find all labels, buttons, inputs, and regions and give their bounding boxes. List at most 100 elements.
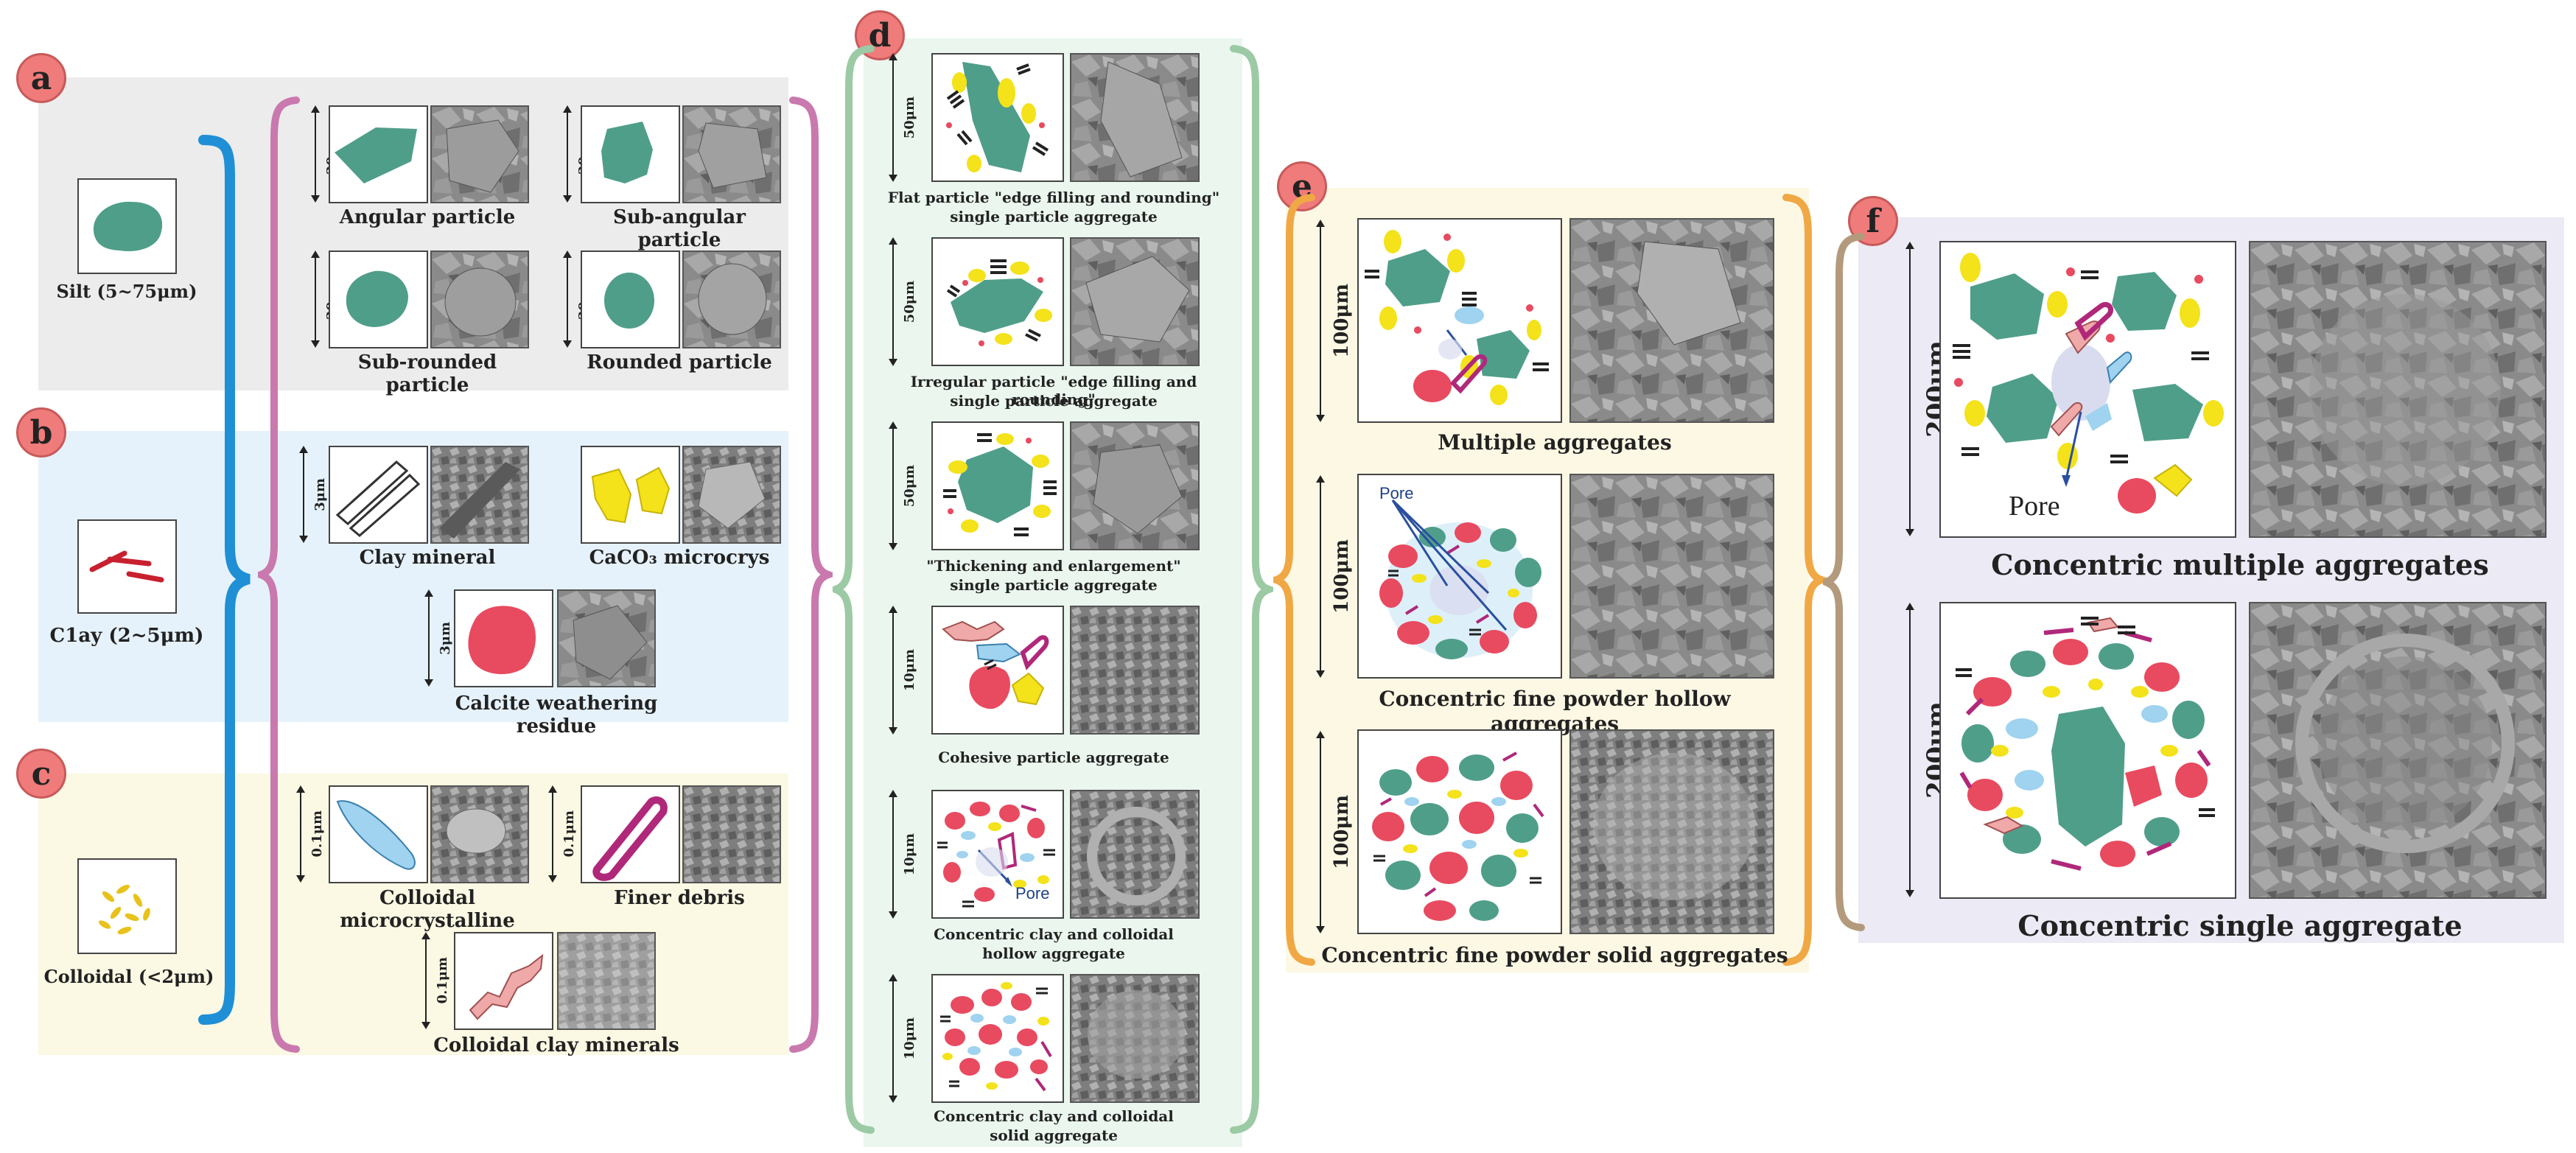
e-multiple-aggregates-label: Multiple aggregates bbox=[1438, 430, 1672, 455]
subangular-particle-label: Sub-angular particle bbox=[613, 206, 746, 252]
silt-icon bbox=[77, 178, 177, 274]
subangular-particle-sem bbox=[682, 105, 781, 203]
d-hollow-aggregate-sem bbox=[1070, 790, 1200, 919]
f-single-aggregate-sem bbox=[2249, 602, 2547, 899]
d-cohesive-sem bbox=[1070, 606, 1200, 735]
clay-icon bbox=[77, 519, 177, 614]
d-flat-particle-label-2: single particle aggregate bbox=[950, 208, 1158, 225]
e-hollow-aggregates-sem bbox=[1569, 474, 1774, 679]
badge-b: b bbox=[16, 407, 66, 458]
clay-mineral-label: Clay mineral bbox=[359, 547, 496, 569]
subangular-particle-sketch bbox=[581, 105, 680, 203]
orange-brace-right bbox=[1782, 194, 1826, 966]
badge-c: c bbox=[16, 749, 66, 799]
c-scale-2: 0.1μm bbox=[547, 785, 577, 883]
caco3-sketch bbox=[581, 446, 680, 544]
a-scale-2: 30μm bbox=[561, 105, 592, 203]
caco3-sem bbox=[682, 446, 781, 544]
f-scale-1: 200μm bbox=[1904, 242, 1951, 536]
orange-brace-left bbox=[1273, 194, 1315, 966]
angular-particle-sem bbox=[430, 105, 529, 203]
d-thickening-label-1: "Thickening and enlargement" bbox=[926, 557, 1181, 575]
f-pore-label: Pore bbox=[2009, 491, 2060, 522]
subrounded-particle-sem bbox=[430, 250, 529, 348]
d-cohesive-label: Cohesive particle aggregate bbox=[938, 749, 1169, 766]
rounded-particle-sketch bbox=[581, 250, 680, 348]
d-scale-3: 50μm bbox=[887, 421, 917, 550]
angular-particle-label: Angular particle bbox=[339, 206, 516, 228]
clay-label: C1ay (2~5μm) bbox=[49, 625, 204, 647]
d-hollow-aggregate-sketch: Pore bbox=[931, 790, 1064, 919]
d-thickening-sem bbox=[1070, 421, 1200, 550]
calcite-residue-sketch bbox=[454, 589, 553, 687]
finer-debris-sem bbox=[682, 785, 781, 883]
c-scale-3: 0.1μm bbox=[420, 932, 450, 1029]
d-scale-6: 10μm bbox=[887, 974, 917, 1103]
panel-d bbox=[864, 38, 1242, 1147]
clay-mineral-sem bbox=[430, 446, 529, 544]
d-solid-aggregate-label-2: solid aggregate bbox=[990, 1126, 1118, 1144]
f-multiple-aggregates-sketch: Pore bbox=[1939, 241, 2236, 538]
pink-brace-right bbox=[789, 97, 833, 1053]
d-irregular-particle-sketch bbox=[931, 237, 1064, 366]
colloidal-microcrystalline-sem bbox=[430, 785, 529, 883]
f-scale-2: 200μm bbox=[1904, 603, 1951, 897]
tan-brace bbox=[1823, 233, 1865, 931]
silt-label: Silt (5~75μm) bbox=[56, 281, 197, 302]
e-scale-3: 100μm bbox=[1315, 731, 1353, 933]
d-thickening-sketch bbox=[931, 421, 1064, 550]
rounded-particle-label: Rounded particle bbox=[587, 351, 772, 374]
f-single-aggregate-sketch bbox=[1939, 602, 2236, 899]
colloid-icon bbox=[77, 858, 177, 954]
e-multiple-aggregates-sem bbox=[1569, 218, 1774, 423]
badge-a: a bbox=[16, 53, 66, 103]
d-scale-2: 50μm bbox=[887, 237, 917, 366]
colloidal-microcrystalline-label: Colloidal microcrystalline bbox=[340, 887, 515, 933]
pink-brace-left bbox=[258, 97, 300, 1053]
d-scale-4: 10μm bbox=[887, 606, 917, 735]
colloidal-clay-label: Colloidal clay minerals bbox=[433, 1034, 679, 1056]
calcite-residue-label: Calcite weathering residue bbox=[455, 693, 658, 738]
d-cohesive-sketch bbox=[931, 606, 1064, 735]
rounded-particle-sem bbox=[682, 250, 781, 348]
subrounded-particle-label: Sub-rounded particle bbox=[357, 351, 497, 397]
a-scale-4: 30μm bbox=[561, 250, 592, 348]
finer-debris-sketch bbox=[581, 785, 680, 883]
f-multiple-aggregates-label: Concentric multiple aggregates bbox=[1991, 548, 2489, 581]
e-solid-aggregates-label: Concentric fine powder solid aggregates bbox=[1321, 943, 1788, 967]
d-flat-particle-sketch bbox=[931, 53, 1064, 182]
f-single-aggregate-label: Concentric single aggregate bbox=[2017, 909, 2463, 942]
finer-debris-label: Finer debris bbox=[614, 887, 745, 909]
e-scale-1: 100μm bbox=[1315, 220, 1353, 422]
d-scale-1: 50μm bbox=[887, 53, 917, 182]
clay-mineral-sketch bbox=[329, 446, 428, 544]
d-flat-particle-label-1: Flat particle "edge filling and rounding… bbox=[887, 189, 1220, 206]
d-irregular-particle-label-1: Irregular particle "edge filling and rou… bbox=[910, 373, 1197, 408]
colloid-label: Colloidal (<2μm) bbox=[43, 966, 214, 987]
angular-particle-sketch bbox=[329, 105, 428, 203]
d-irregular-particle-sem bbox=[1070, 237, 1200, 366]
d-solid-aggregate-sem bbox=[1070, 974, 1200, 1103]
e-multiple-aggregates-sketch bbox=[1357, 218, 1562, 423]
e-solid-aggregates-sem bbox=[1569, 729, 1774, 934]
c-scale-1: 0.1μm bbox=[295, 785, 325, 883]
b-scale-3: 3μm bbox=[423, 589, 453, 687]
d-pore-label: Pore bbox=[1015, 884, 1050, 903]
e-scale-2: 100μm bbox=[1315, 475, 1353, 678]
f-multiple-aggregates-sem bbox=[2249, 241, 2547, 538]
d-irregular-particle-label-2: single particle aggregate bbox=[950, 392, 1158, 410]
e-hollow-aggregates-sketch: Pore bbox=[1357, 474, 1562, 679]
blue-brace bbox=[198, 135, 251, 1025]
calcite-residue-sem bbox=[557, 589, 656, 687]
colloidal-microcrystalline-sketch bbox=[329, 785, 428, 883]
d-hollow-aggregate-label-2: hollow aggregate bbox=[982, 945, 1125, 962]
green-brace-left bbox=[833, 45, 875, 1134]
caco3-label: CaCO₃ microcrys bbox=[589, 547, 770, 569]
subrounded-particle-sketch bbox=[329, 250, 428, 348]
colloidal-clay-sem bbox=[557, 932, 656, 1030]
d-solid-aggregate-label-1: Concentric clay and colloidal bbox=[934, 1107, 1174, 1125]
d-hollow-aggregate-label-1: Concentric clay and colloidal bbox=[934, 925, 1174, 943]
d-thickening-label-2: single particle aggregate bbox=[950, 576, 1158, 594]
green-brace-right bbox=[1230, 45, 1273, 1134]
a-scale-3: 30μm bbox=[309, 250, 340, 348]
